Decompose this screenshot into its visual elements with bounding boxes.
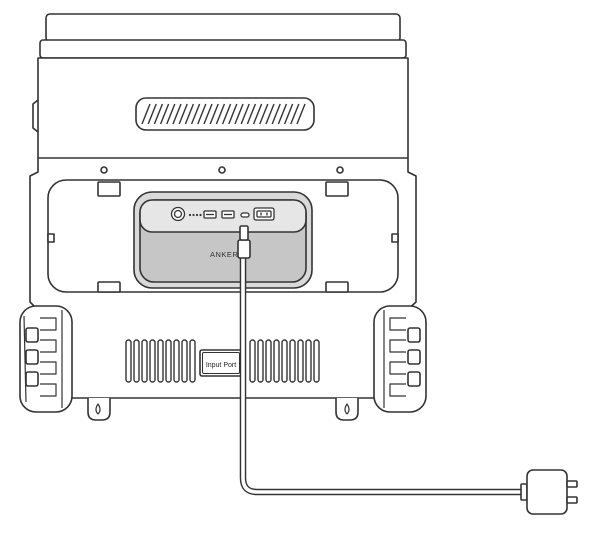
vent-slash [197, 103, 207, 125]
vent-slash [277, 103, 288, 125]
right-wheel [373, 305, 427, 413]
vent-slot [281, 339, 288, 383]
vent-slot [297, 339, 304, 383]
vent-slot [173, 339, 180, 383]
vent-slash [172, 103, 182, 125]
vent-slot [257, 339, 264, 383]
vent-slash [234, 103, 244, 125]
vent-slash [190, 103, 201, 125]
brand-logo: ANKER [210, 250, 238, 259]
vent-slot [125, 339, 132, 383]
vent-slot [249, 339, 256, 383]
vent-slash [240, 103, 250, 125]
vent-slot [165, 339, 172, 383]
vent-slot [149, 339, 156, 383]
vent-slash [178, 103, 188, 125]
vent-slash [203, 103, 213, 125]
vent-slot [181, 339, 188, 383]
led-indicator-icon [188, 213, 202, 217]
vent-slash [296, 103, 306, 125]
vent-slot [265, 339, 272, 383]
top-lid [39, 13, 407, 59]
vent-slash [265, 103, 275, 125]
left-wheel [19, 305, 73, 413]
input-port-callout: Input Port [199, 349, 243, 377]
vent-slot [133, 339, 140, 383]
vent-slash [209, 103, 219, 125]
vent-slash [271, 103, 281, 125]
vent-slash [252, 103, 263, 125]
vent-slot [289, 339, 296, 383]
vent-slash [159, 103, 170, 125]
vent-slash [221, 103, 232, 125]
charging-cable [239, 254, 525, 496]
feet [87, 398, 359, 421]
vent-slash [184, 103, 195, 125]
vent-slash [153, 103, 164, 125]
screw-holes [100, 166, 344, 174]
cable-plug [237, 225, 251, 259]
vent-slash [166, 103, 176, 125]
top-vent [135, 97, 315, 131]
vent-slot [313, 339, 320, 383]
vent-slash [259, 103, 269, 125]
vent-slot [305, 339, 312, 383]
ac-plug [520, 469, 578, 515]
vent-slash [215, 103, 226, 125]
vent-slot [189, 339, 196, 383]
module-ports [170, 206, 275, 222]
vent-slot [157, 339, 164, 383]
vent-slash [147, 103, 157, 125]
vent-slash [246, 103, 257, 125]
vent-slash [141, 103, 151, 125]
vent-slot [141, 339, 148, 383]
vent-slot [273, 339, 280, 383]
vent-slash [290, 103, 300, 125]
power-module [133, 191, 313, 289]
vent-slash [228, 103, 238, 125]
lower-vents [125, 339, 320, 383]
usb-c-port[interactable] [240, 212, 250, 218]
vent-slash [283, 103, 294, 125]
input-port-label: Input Port [206, 362, 236, 369]
